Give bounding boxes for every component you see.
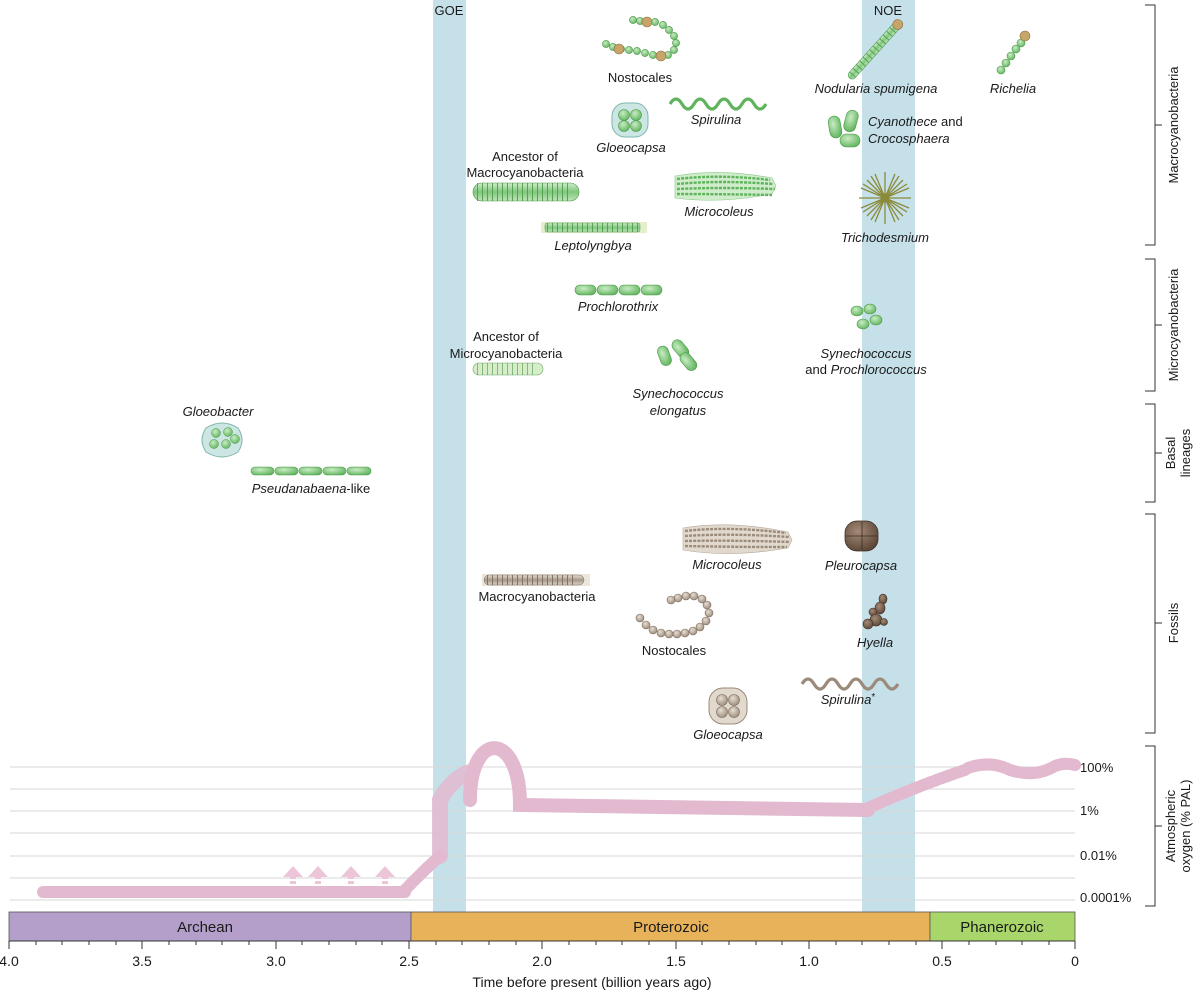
group-basal-label-1: Basal <box>1163 437 1178 470</box>
noe-label: NOE <box>874 3 903 18</box>
pseudanabaena-suffix: -like <box>346 481 370 496</box>
nostocales-fossil-label: Nostocales <box>642 643 707 658</box>
pseudanabaena-name: Pseudanabaena <box>252 481 347 496</box>
oxygen-scale-100: 100% <box>1080 760 1114 775</box>
cyanothece-name: Cyanothece <box>868 114 937 129</box>
goe-label: GOE <box>435 3 464 18</box>
anc-macro-label-2: Macrocyanobacteria <box>466 165 584 180</box>
anc-micro-illustration <box>472 362 544 376</box>
spirulina-fossil-star: * <box>871 692 875 703</box>
spirulina-fossil-label: Spirulina* <box>821 692 876 707</box>
leptolyngbya-illustration <box>541 222 647 233</box>
group-brackets <box>1145 4 1162 907</box>
gloeocapsa-living-label: Gloeocapsa <box>596 140 665 155</box>
oxygen-scale-00001: 0.0001% <box>1080 890 1132 905</box>
era-archean-label: Archean <box>177 919 233 936</box>
oxygen-whiff-arrows <box>283 866 395 884</box>
nostocales-living-label: Nostocales <box>608 70 673 85</box>
microcoleus-fossil-illustration <box>682 524 793 554</box>
oxygen-scale-1: 1% <box>1080 803 1099 818</box>
oxygen-scale-001: 0.01% <box>1080 848 1117 863</box>
microcoleus-fossil-label: Microcoleus <box>692 557 762 572</box>
cyanothece-and: and <box>937 114 962 129</box>
nostocales-living-illustration <box>602 16 680 62</box>
pleurocapsa-illustration <box>844 520 879 552</box>
pseudanabaena-label: Pseudanabaena-like <box>252 481 371 496</box>
syn-prochl-illustration <box>850 303 883 330</box>
era-phanerozoic-label: Phanerozoic <box>960 919 1044 936</box>
era-archean <box>8 911 412 942</box>
group-fossils-label: Fossils <box>1166 602 1181 643</box>
trichodesmium-label: Trichodesmium <box>841 230 929 245</box>
group-micro-label: Microcyanobacteria <box>1166 268 1181 381</box>
tick-1-0: 1.0 <box>799 953 819 969</box>
oxygen-curve <box>37 741 1081 898</box>
anc-macro-illustration <box>472 182 580 202</box>
noe-band <box>862 0 915 912</box>
gloeocapsa-fossil-illustration <box>708 687 748 725</box>
hyella-illustration <box>862 593 888 630</box>
prochlorothrix-label: Prochlorothrix <box>578 299 659 314</box>
leptolyngbya-label: Leptolyngbya <box>554 238 631 253</box>
era-phanerozoic <box>929 911 1076 942</box>
tick-2-0: 2.0 <box>532 953 552 969</box>
group-macro-label: Macrocyanobacteria <box>1166 66 1181 184</box>
syn-prochl-and: and <box>805 362 830 377</box>
anc-micro-label-1: Ancestor of <box>473 329 539 344</box>
hyella-label: Hyella <box>857 635 893 650</box>
syn-elongatus-label-2: elongatus <box>650 403 707 418</box>
pleurocapsa-label: Pleurocapsa <box>825 558 897 573</box>
spirulina-fossil-illustration <box>800 677 900 691</box>
tick-2-5: 2.5 <box>399 953 419 969</box>
trichodesmium-illustration <box>859 172 911 224</box>
prochlorococcus-name: Prochlorococcus <box>831 362 928 377</box>
syn-prochl-label-1: Synechococcus <box>820 346 912 361</box>
group-oxygen-label-2: oxygen (% PAL) <box>1178 780 1193 873</box>
era-proterozoic-label: Proterozoic <box>633 919 709 936</box>
microcoleus-living-label: Microcoleus <box>684 204 754 219</box>
syn-elongatus-label-1: Synechococcus <box>632 386 724 401</box>
prochlorothrix-illustration <box>574 284 663 296</box>
macro-fossil-label: Macrocyanobacteria <box>478 589 596 604</box>
gloeobacter-illustration <box>201 422 243 458</box>
crocosphaera-label: Crocosphaera <box>868 131 950 146</box>
anc-macro-label-1: Ancestor of <box>492 149 558 164</box>
time-axis-title: Time before present (billion years ago) <box>472 974 711 990</box>
cyanothece-illustration <box>827 109 861 148</box>
richelia-label: Richelia <box>990 81 1036 96</box>
anc-micro-label-2: Microcyanobacteria <box>450 346 563 361</box>
tick-0: 0 <box>1071 953 1079 969</box>
gloeobacter-label: Gloeobacter <box>183 404 254 419</box>
tick-4-0: 4.0 <box>0 953 19 969</box>
tick-3-0: 3.0 <box>266 953 286 969</box>
spirulina-living-label: Spirulina <box>691 112 742 127</box>
gloeocapsa-living-illustration <box>611 102 649 138</box>
goe-band <box>433 0 466 912</box>
nostocales-fossil-illustration <box>635 591 714 639</box>
spirulina-living-illustration <box>668 97 768 111</box>
group-basal-label-2: lineages <box>1178 428 1193 477</box>
tick-0-5: 0.5 <box>932 953 952 969</box>
spirulina-fossil-name: Spirulina <box>821 692 872 707</box>
macro-fossil-illustration <box>482 574 590 586</box>
group-oxygen-label-1: Atmospheric <box>1163 789 1178 862</box>
cyanothece-label: Cyanothece and <box>868 114 963 129</box>
nodularia-illustration <box>847 19 904 80</box>
tick-3-5: 3.5 <box>132 953 152 969</box>
tick-1-5: 1.5 <box>666 953 686 969</box>
time-axis-ticks <box>8 940 1076 949</box>
syn-elongatus-illustration <box>657 339 698 371</box>
gloeocapsa-fossil-label: Gloeocapsa <box>693 727 762 742</box>
richelia-illustration <box>996 30 1031 75</box>
nodularia-label: Nodularia spumigena <box>815 81 938 96</box>
pseudanabaena-illustration <box>250 466 372 476</box>
syn-prochl-label-2: and Prochlorococcus <box>805 362 927 377</box>
microcoleus-living-illustration <box>674 172 777 201</box>
